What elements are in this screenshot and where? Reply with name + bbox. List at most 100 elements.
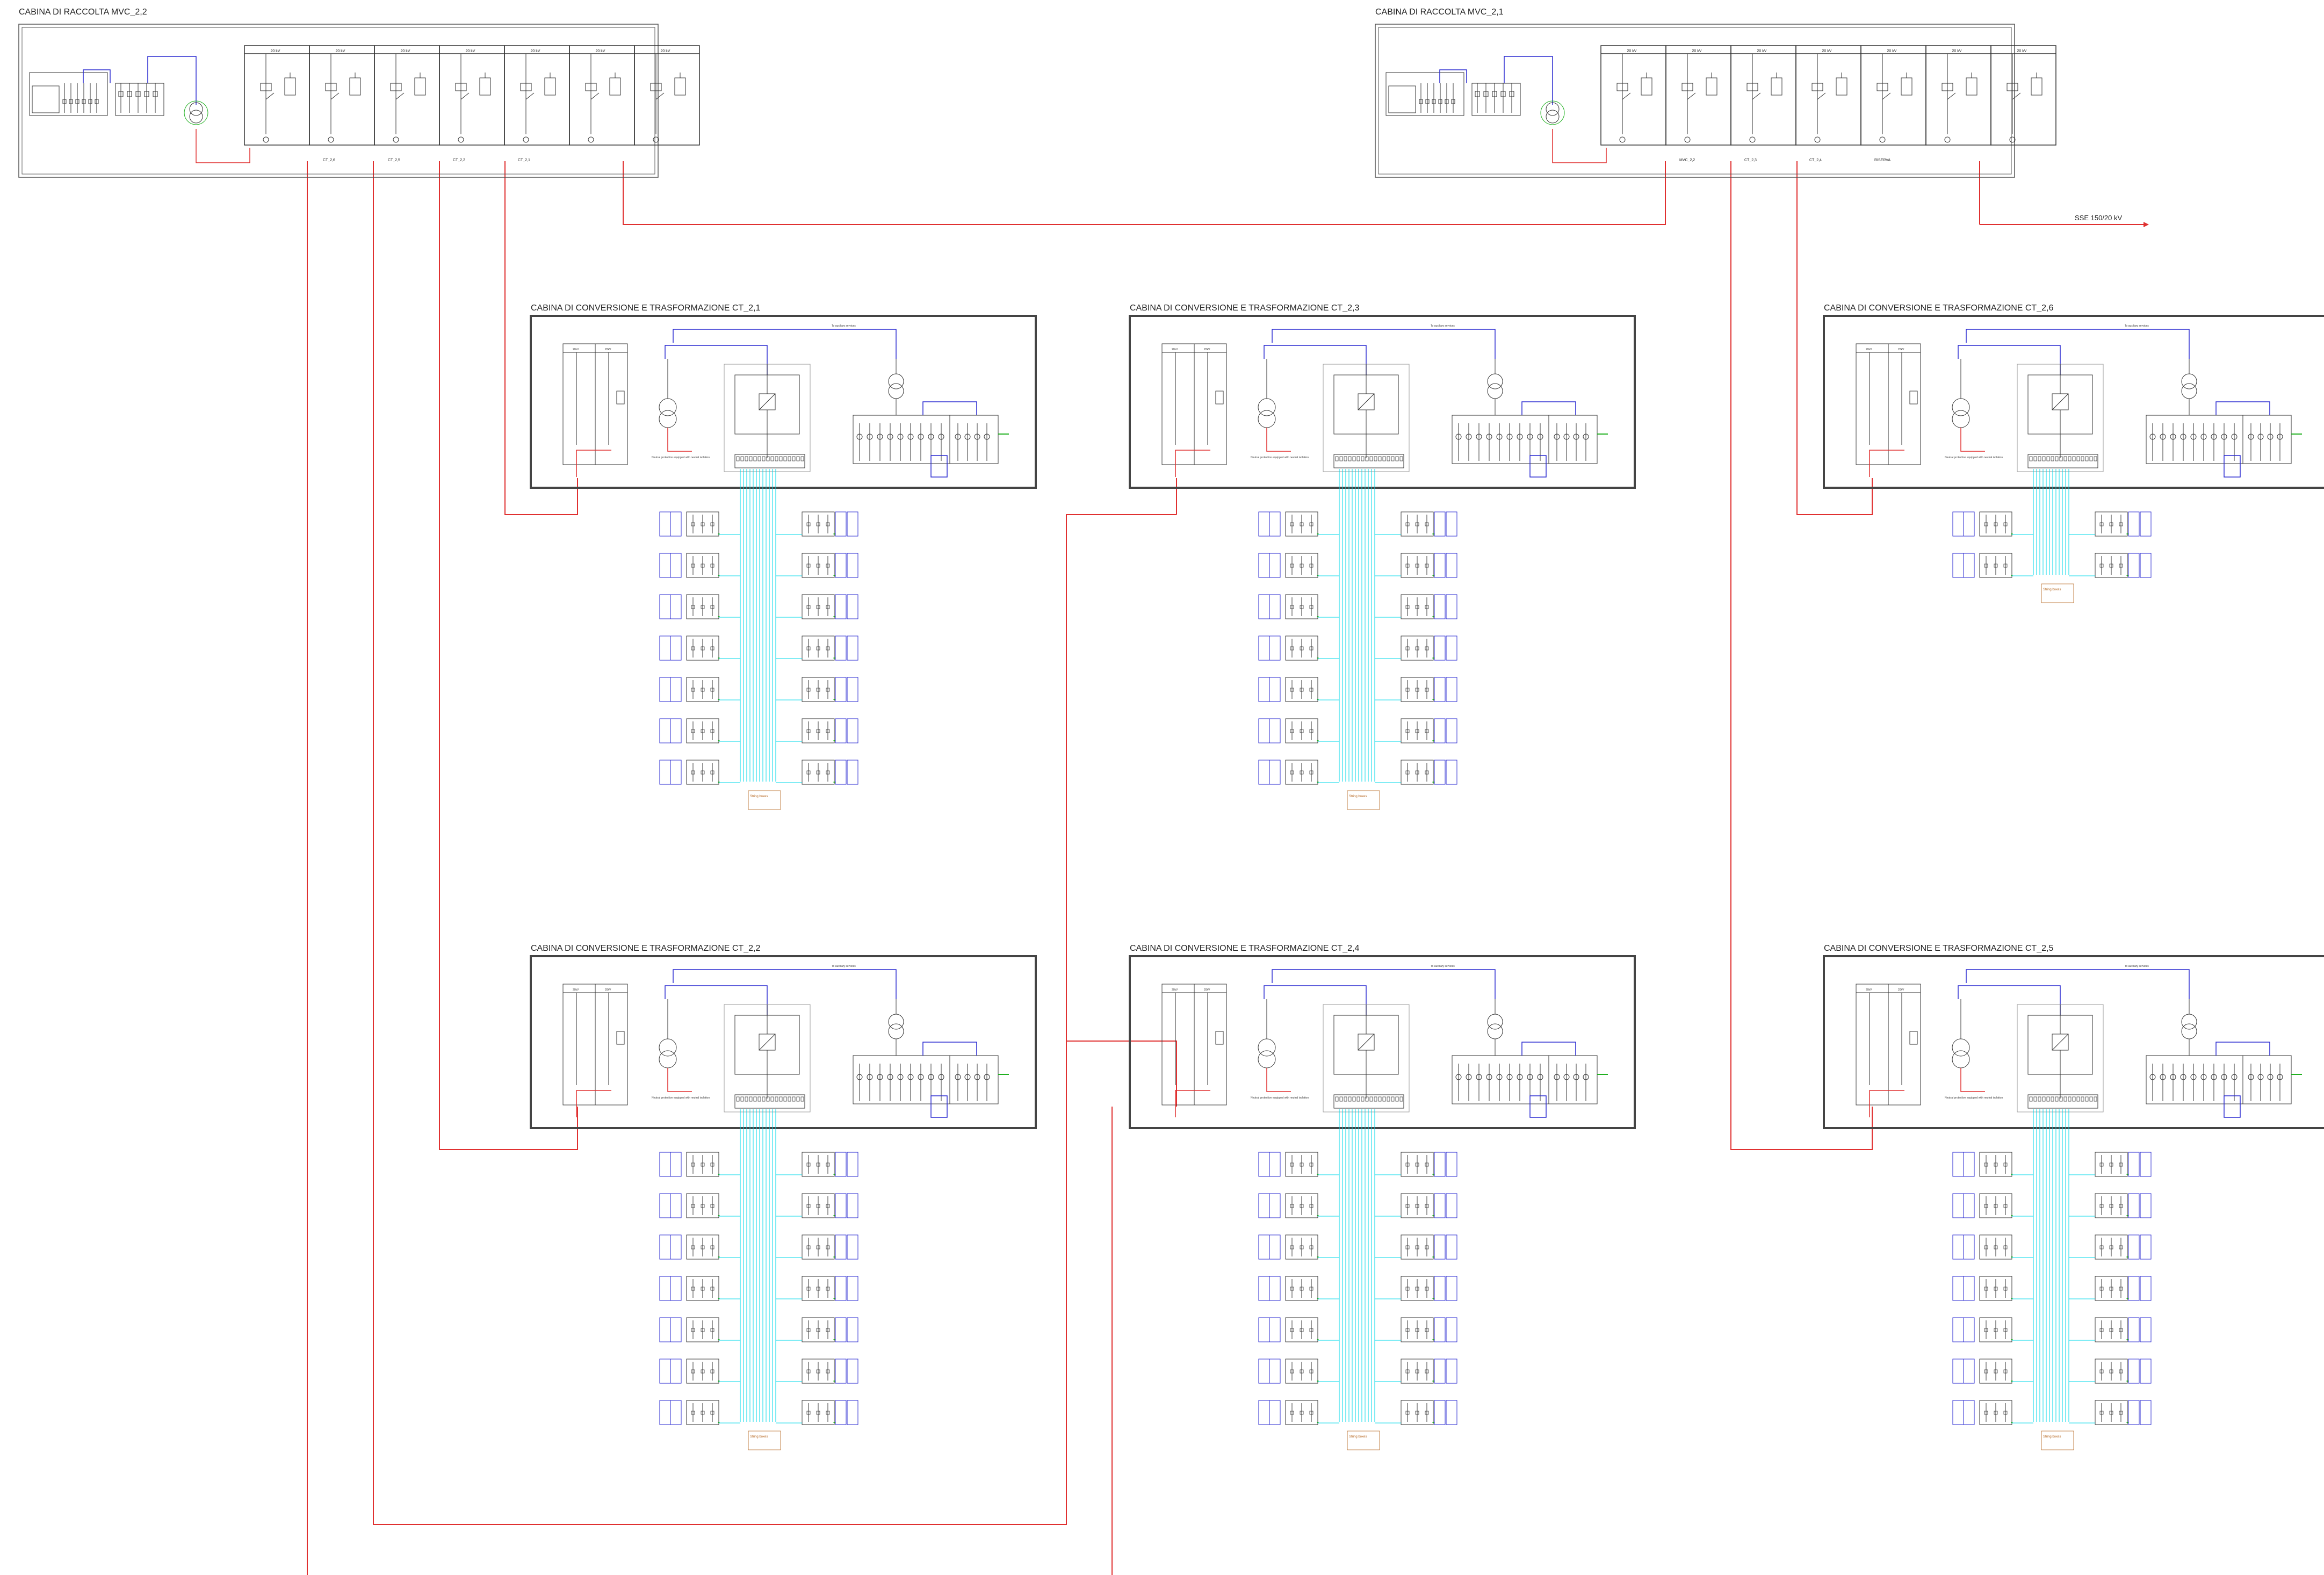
feeder-voltage: 20 kV bbox=[1757, 49, 1767, 53]
cable-terminal-icon bbox=[588, 136, 594, 143]
mv-feeder-panel: 20 kV bbox=[569, 45, 635, 146]
string-box bbox=[1258, 553, 1319, 578]
feeder-voltage: 20 kV bbox=[401, 49, 410, 53]
string-box bbox=[2095, 1359, 2152, 1384]
cable-terminal-icon bbox=[1879, 136, 1886, 143]
transformer-note: Neutral protection equipped with neutral… bbox=[1945, 456, 2003, 459]
feeder-voltage: 20 kV bbox=[466, 49, 475, 53]
panel-voltage: 20kV bbox=[1898, 348, 1904, 351]
mv-cable bbox=[504, 161, 578, 515]
string-box bbox=[1952, 1152, 2013, 1177]
aux-transformer-icon bbox=[1546, 102, 1560, 116]
string-box bbox=[2095, 1317, 2152, 1342]
string-box bbox=[1258, 635, 1319, 661]
string-box bbox=[659, 1359, 720, 1384]
conversion-cabin-3: CABINA DI CONVERSIONE E TRASFORMAZIONE C… bbox=[1823, 304, 2324, 603]
string-note-box bbox=[1347, 790, 1380, 810]
panel-voltage: 20kV bbox=[1204, 348, 1210, 351]
string-box bbox=[1401, 677, 1457, 702]
cable-terminal-icon bbox=[328, 136, 334, 143]
string-box bbox=[1401, 635, 1457, 661]
conversion-cabin-6: CABINA DI CONVERSIONE E TRASFORMAZIONE C… bbox=[1823, 944, 2324, 1450]
pv-string-field bbox=[1952, 469, 2152, 578]
string-box bbox=[2095, 1276, 2152, 1301]
string-box bbox=[1401, 1234, 1457, 1260]
aux-transformer-icon bbox=[2181, 1014, 2197, 1030]
aux-distribution-board bbox=[1452, 359, 1608, 478]
feeder-voltage: 20 kV bbox=[1952, 49, 1962, 53]
string-box bbox=[1401, 1317, 1457, 1342]
transformer-note: Neutral protection equipped with neutral… bbox=[1945, 1096, 2003, 1100]
string-box bbox=[1401, 1359, 1457, 1384]
aux-transformer-icon bbox=[888, 373, 904, 389]
conversion-cabin-title: CABINA DI CONVERSIONE E TRASFORMAZIONE C… bbox=[1824, 944, 2053, 953]
string-box bbox=[802, 511, 858, 537]
inverter bbox=[724, 364, 811, 472]
feeder-voltage: 20 kV bbox=[1692, 49, 1702, 53]
panel-voltage: 20kV bbox=[1866, 988, 1872, 992]
aux-distribution-board bbox=[853, 359, 1009, 478]
transformer-note: Neutral protection equipped with neutral… bbox=[652, 1096, 710, 1100]
string-box bbox=[802, 677, 858, 702]
string-box bbox=[802, 594, 858, 619]
string-box bbox=[802, 635, 858, 661]
string-box bbox=[802, 760, 858, 785]
string-box bbox=[2095, 1152, 2152, 1177]
string-box bbox=[802, 718, 858, 743]
power-transformer: Neutral protection equipped with neutral… bbox=[1945, 999, 2003, 1100]
string-box bbox=[802, 1234, 858, 1260]
power-transformer: Neutral protection equipped with neutral… bbox=[652, 359, 710, 459]
inverter bbox=[1323, 1004, 1410, 1112]
pv-string-field bbox=[1952, 1109, 2152, 1425]
aux-bus-label: To auxiliary services bbox=[832, 965, 856, 968]
string-box bbox=[1952, 511, 2013, 537]
mv-cable-routes bbox=[307, 161, 1980, 1575]
string-box bbox=[1258, 1152, 1319, 1177]
mv-feeder-panel: 20 kV bbox=[634, 45, 700, 146]
conversion-cabin-title: CABINA DI CONVERSIONE E TRASFORMAZIONE C… bbox=[1130, 944, 1359, 953]
string-box bbox=[802, 553, 858, 578]
mv-cable bbox=[1066, 514, 1177, 1041]
aux-transformer-icon bbox=[189, 102, 203, 116]
string-box bbox=[1952, 1276, 2013, 1301]
conversion-cabin-title: CABINA DI CONVERSIONE E TRASFORMAZIONE C… bbox=[531, 304, 760, 313]
cable-terminal-icon bbox=[393, 136, 399, 143]
aux-bus-label: To auxiliary services bbox=[832, 324, 856, 328]
aux-board bbox=[29, 56, 250, 163]
mv-feeder-panel: 20 kV bbox=[1990, 45, 2056, 146]
aux-distribution-board bbox=[2146, 999, 2302, 1118]
string-box bbox=[659, 1152, 720, 1177]
substation-label: SSE 150/20 kV bbox=[2075, 214, 2122, 222]
conversion-cabin-title: CABINA DI CONVERSIONE E TRASFORMAZIONE C… bbox=[1824, 304, 2053, 313]
cable-terminal-icon bbox=[1619, 136, 1626, 143]
string-box bbox=[659, 718, 720, 743]
string-box bbox=[802, 1400, 858, 1425]
conversion-cabin-2: CABINA DI CONVERSIONE E TRASFORMAZIONE C… bbox=[1129, 304, 1636, 810]
mv-feeder-panel: 20 kV bbox=[1600, 45, 1666, 146]
string-box bbox=[659, 594, 720, 619]
string-note-box bbox=[748, 790, 781, 810]
string-box bbox=[802, 1317, 858, 1342]
string-box bbox=[659, 1400, 720, 1425]
transformer-note: Neutral protection equipped with neutral… bbox=[1251, 1096, 1309, 1100]
cable-terminal-icon bbox=[1944, 136, 1951, 143]
aux-transformer-icon bbox=[1487, 373, 1503, 389]
string-box bbox=[1258, 1317, 1319, 1342]
panel-voltage: 20kV bbox=[1204, 988, 1210, 992]
aux-bus-label: To auxiliary services bbox=[2125, 965, 2149, 968]
feeder-voltage: 20 kV bbox=[661, 49, 670, 53]
string-box bbox=[1952, 1400, 2013, 1425]
pv-string-field bbox=[1258, 1109, 1457, 1425]
aux-distribution-board bbox=[853, 999, 1009, 1118]
conversion-cabin-title: CABINA DI CONVERSIONE E TRASFORMAZIONE C… bbox=[531, 944, 760, 953]
aux-bus-label: To auxiliary services bbox=[1431, 324, 1455, 328]
string-box bbox=[802, 1359, 858, 1384]
substation-arrow: SSE 150/20 kV bbox=[1980, 214, 2149, 227]
